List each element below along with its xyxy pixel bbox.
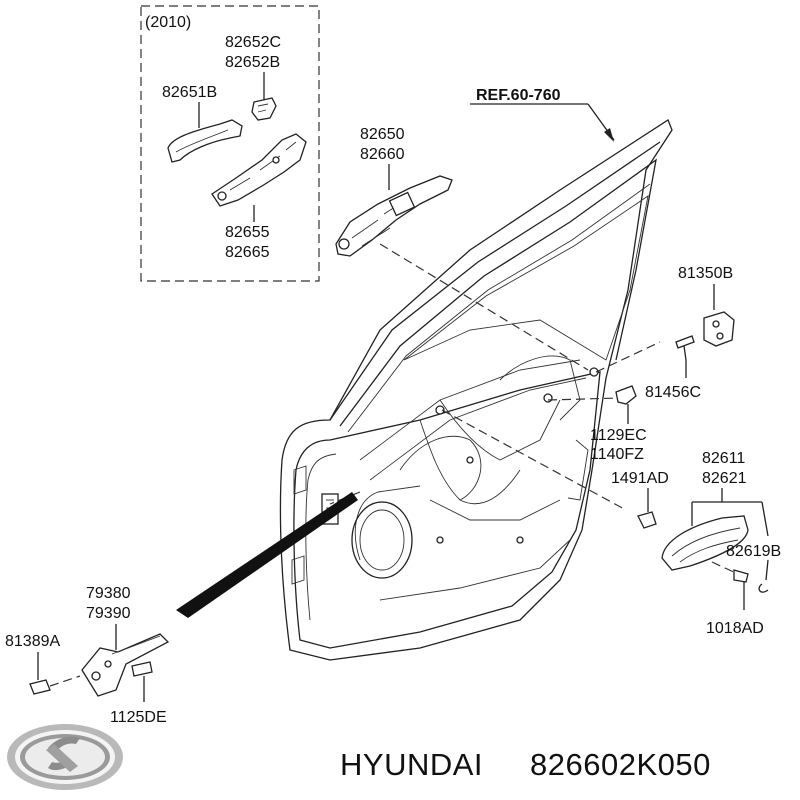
label-81350b: 81350B <box>678 265 733 282</box>
clip-1491-group: 1491AD <box>611 470 669 529</box>
bezel-group: 82611 82621 82619B 1018AD <box>661 450 781 637</box>
label-1018ad: 1018AD <box>706 620 764 637</box>
inner-handle-part <box>335 175 453 257</box>
part-number: 826602K050 <box>530 747 711 782</box>
label-82621: 82621 <box>702 470 747 487</box>
label-82652b: 82652B <box>225 54 280 71</box>
bolt-1129-part <box>615 385 637 405</box>
label-82660: 82660 <box>360 146 405 163</box>
label-82651b: 82651B <box>162 84 217 101</box>
clip-1491-part <box>637 511 657 529</box>
label-1125de: 1125DE <box>110 709 167 726</box>
door-check-group: 79380 79390 81389A 1125DE <box>5 585 170 726</box>
label-82611: 82611 <box>702 450 745 467</box>
label-81456c: 81456C <box>645 384 701 401</box>
ref-callout: REF.60-760 <box>470 87 615 142</box>
outer-handle-part <box>167 119 243 163</box>
speaker-opening <box>351 501 413 579</box>
year-note: (2010) <box>145 14 191 31</box>
label-81389a: 81389A <box>5 633 60 650</box>
striker-part <box>703 311 735 347</box>
label-82652c: 82652C <box>225 34 281 51</box>
label-79390: 79390 <box>86 605 131 622</box>
label-1491ad: 1491AD <box>611 470 669 487</box>
bolt-1129-group: 1129EC 1140FZ <box>590 385 647 463</box>
inner-handle-group: 82650 82660 <box>335 126 589 371</box>
striker-group: 81350B 81456C <box>645 265 735 401</box>
label-82665: 82665 <box>225 244 270 261</box>
door-check-wedge <box>176 492 358 618</box>
door-check-part <box>81 633 170 697</box>
handle-base-part <box>211 133 307 207</box>
dash-1129b <box>547 397 621 401</box>
brand-name: HYUNDAI <box>340 747 483 782</box>
hyundai-logo-icon <box>7 724 123 790</box>
bezel-part <box>661 515 749 571</box>
label-82655: 82655 <box>225 224 270 241</box>
dash-81456 <box>595 341 661 373</box>
variant-2010-group: (2010) 82652C 82652B 82651B 82655 82665 <box>140 5 320 282</box>
label-82619b: 82619B <box>726 543 781 560</box>
door-panel <box>279 119 673 661</box>
label-82650: 82650 <box>360 126 405 143</box>
dash-1129 <box>441 409 627 511</box>
clip-part <box>251 97 277 121</box>
label-1129ec: 1129EC <box>590 427 647 444</box>
label-1140fz: 1140FZ <box>590 446 644 463</box>
label-79380: 79380 <box>86 585 131 602</box>
ref-label: REF.60-760 <box>476 87 561 104</box>
variant-box <box>140 5 320 282</box>
